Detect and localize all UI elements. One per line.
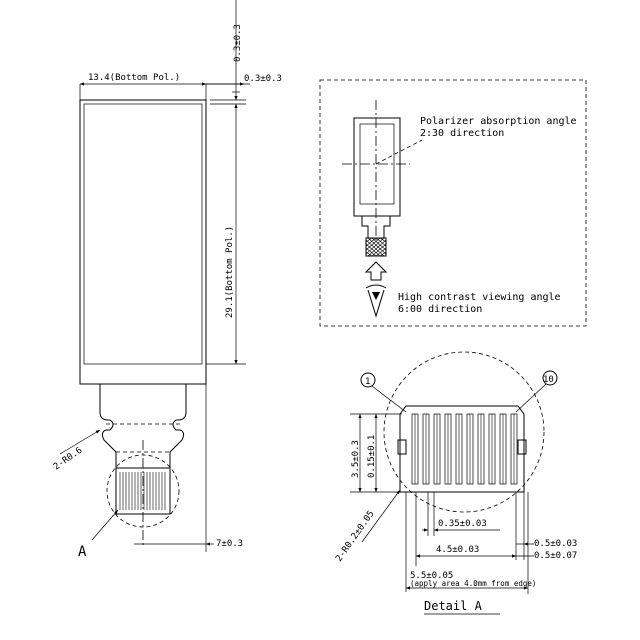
detail-apply-label: (apply area 4.0mm from edge) bbox=[410, 579, 536, 588]
dim-width: 13.4(Bottom Pol.) bbox=[79, 73, 207, 100]
pin-first-label: 1 bbox=[365, 377, 370, 387]
pin-last-label: 10 bbox=[543, 375, 554, 385]
detail-callout: A bbox=[78, 509, 119, 560]
absorption-line2: 2:30 direction bbox=[420, 128, 504, 139]
pol-hatch-line bbox=[371, 237, 387, 251]
dim-top-margin: 0.3±0.3 bbox=[210, 0, 246, 105]
viewing-line1: High contrast viewing angle bbox=[398, 292, 561, 303]
dim-fpc-length-label: 7±0.3 bbox=[216, 539, 243, 549]
lcd-outline bbox=[79, 99, 207, 468]
dim-side-margin-label: 0.3±0.3 bbox=[244, 74, 282, 84]
dim-side-margin: 0.3±0.3 bbox=[202, 74, 282, 86]
viewing-line2: 6:00 direction bbox=[398, 304, 482, 315]
pol-hatch-line bbox=[365, 251, 373, 257]
detail-title: Detail A bbox=[424, 599, 483, 613]
pol-hatch-line bbox=[375, 247, 387, 257]
dim-fpc-length: 7±0.3 bbox=[134, 364, 243, 552]
pol-hatch-line bbox=[365, 237, 381, 251]
detail-callout-label: A bbox=[78, 544, 87, 560]
detail-edge1-label: 0.5±0.03 bbox=[534, 539, 577, 549]
pol-hatch-line bbox=[367, 237, 387, 255]
fpc-connector bbox=[106, 440, 180, 548]
pol-hatch-line bbox=[365, 237, 385, 255]
pol-hatch-line bbox=[365, 237, 373, 243]
dim-width-label: 13.4(Bottom Pol.) bbox=[88, 73, 180, 83]
detail-thick-label: 0.15±0.1 bbox=[367, 435, 377, 478]
detail-a: 1 10 3.5±0.3 0.15±0.1 2-R0.2±0.05 0.35±0… bbox=[334, 351, 577, 615]
pol-hatch-line bbox=[365, 243, 381, 257]
pol-hatch-line bbox=[365, 239, 385, 257]
detail-span-label: 4.5±0.03 bbox=[436, 545, 479, 555]
detail-edge2-label: 0.5±0.07 bbox=[534, 551, 577, 561]
detail-total-label: 5.5±0.05 bbox=[410, 571, 453, 581]
dim-top-margin-label: 0.3±0.3 bbox=[233, 24, 243, 62]
pol-hatch-line bbox=[367, 239, 387, 257]
polarizer-diagram: Polarizer absorption angle 2:30 directio… bbox=[319, 79, 587, 327]
dim-height-label: 29.1(Bottom Pol.) bbox=[225, 226, 235, 318]
dim-height: 29.1(Bottom Pol.) bbox=[206, 104, 246, 365]
dim-radius: 2-R0.6 bbox=[52, 429, 101, 473]
detail-radius-label: 2-R0.2±0.05 bbox=[334, 509, 376, 564]
detail-height-label: 3.5±0.3 bbox=[351, 440, 361, 478]
pol-hatch-line bbox=[365, 247, 377, 257]
detail-pitch-label: 0.35±0.03 bbox=[438, 519, 487, 529]
pol-hatch-line bbox=[379, 251, 387, 257]
absorption-line1: Polarizer absorption angle bbox=[420, 116, 577, 127]
pol-hatch-line bbox=[371, 243, 387, 257]
pol-hatch-line bbox=[365, 237, 377, 247]
dim-radius-label: 2-R0.6 bbox=[52, 446, 84, 473]
pol-hatch-line bbox=[379, 237, 387, 243]
pol-hatch-line bbox=[375, 237, 387, 247]
